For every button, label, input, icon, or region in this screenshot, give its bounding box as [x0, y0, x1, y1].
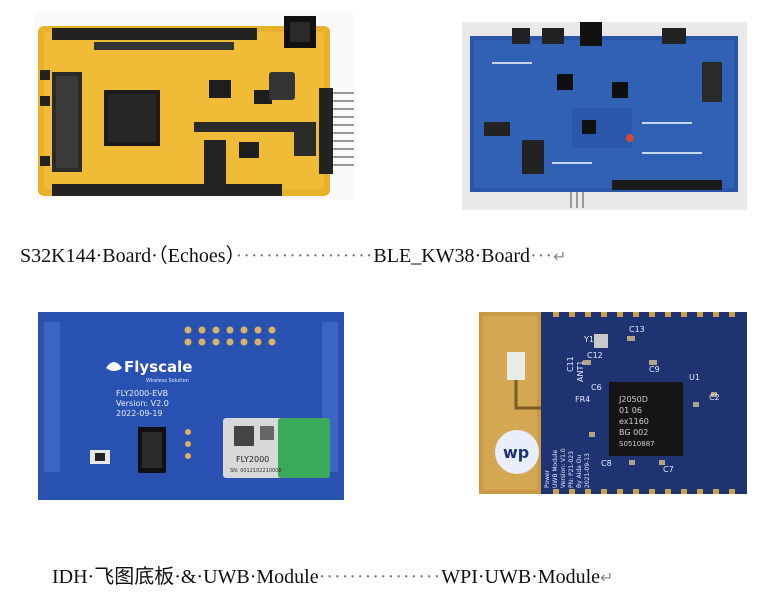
info-line-2: UWB Module [552, 450, 559, 488]
chip-line-1: J2050D [618, 395, 648, 404]
version-text: Version: V2.0 [116, 399, 169, 408]
chip-line-3: ex1160 [619, 417, 649, 426]
chip-line-5: S0510887 [619, 440, 655, 448]
brand-sub-text: Wireless Solution [146, 378, 189, 384]
silk-c2: C2 [709, 393, 720, 402]
chip-line-4: BG 002 [619, 428, 648, 437]
svg-text:wp: wp [503, 443, 529, 462]
model-text: FLY2000-EVB [116, 389, 168, 398]
caption-row-1: S32K144·Board·（Echoes）··················… [20, 244, 566, 269]
caption-tail-dots: ··· [530, 245, 554, 267]
module-sn-text: SN: 0012102210008 [230, 468, 282, 474]
info-line-1: Power [544, 469, 551, 488]
ble-kw38-board-photo [462, 22, 747, 210]
caption-s32k144: S32K144·Board·（Echoes） [20, 245, 236, 267]
silk-ant1: ANT1 [576, 361, 585, 382]
silk-c9: C9 [649, 365, 660, 374]
info-line-5: By Aida Ou [576, 455, 583, 488]
caption-ble-kw38: BLE_KW38·Board [373, 245, 531, 267]
silk-c11: C11 [566, 356, 575, 372]
silk-fr4: FR4 [575, 395, 590, 404]
caption-dots: ·················· [235, 245, 374, 267]
s32k144-board-photo [34, 12, 354, 200]
info-line-3: Version: V1.0 [560, 448, 567, 488]
silk-c8: C8 [601, 459, 612, 468]
silk-u1: U1 [689, 373, 700, 382]
idh-flyscale-board-photo: Flyscale Wireless Solution FLY2000-EVB V… [38, 312, 344, 500]
silk-c7: C7 [663, 465, 674, 474]
info-line-6: 2021-09-13 [584, 453, 591, 488]
wpi-uwb-module-photo: J2050D 01 06 ex1160 BG 002 S0510887 Y1 C… [479, 312, 747, 494]
date-text: 2022-09-19 [116, 409, 163, 418]
caption-wpi-uwb: WPI·UWB·Module [441, 566, 601, 588]
silk-c6: C6 [591, 383, 602, 392]
caption-row-2: IDH·飞图底板·&·UWB·Module················WPI… [52, 565, 613, 590]
paragraph-mark-icon-2: ↵ [600, 568, 614, 587]
info-line-4: PN: P21-023 [568, 451, 575, 488]
paragraph-mark-icon: ↵ [553, 247, 567, 266]
silk-y1: Y1 [583, 335, 594, 344]
module-text: FLY2000 [236, 455, 269, 464]
chip-line-2: 01 06 [619, 406, 642, 415]
caption-dots-2: ················ [318, 566, 442, 588]
caption-idh: IDH·飞图底板·&·UWB·Module [52, 566, 319, 588]
silk-c13: C13 [629, 325, 645, 334]
silk-c12: C12 [587, 351, 603, 360]
brand-text: Flyscale [124, 358, 192, 376]
